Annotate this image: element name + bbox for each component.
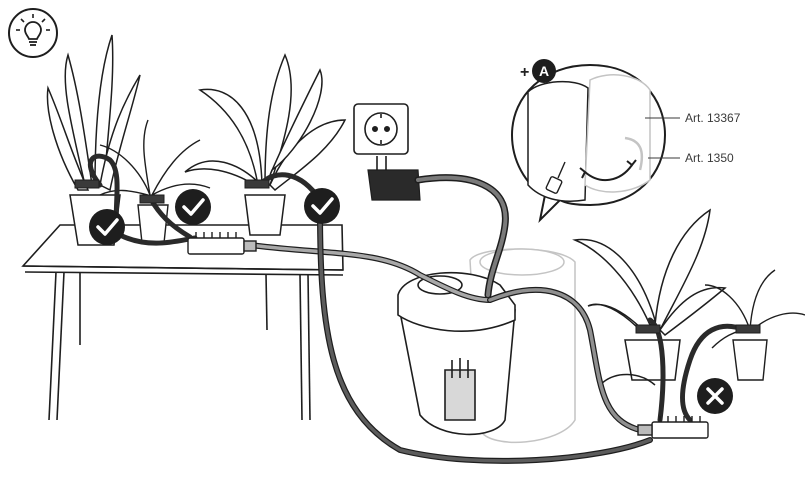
plus-sign: + bbox=[520, 64, 529, 81]
power-socket-icon bbox=[353, 103, 409, 155]
power-adapter-icon bbox=[367, 156, 421, 201]
plant-snake bbox=[46, 34, 141, 246]
reservoir bbox=[397, 271, 516, 436]
cross-icon bbox=[697, 378, 733, 414]
checkmark-icon bbox=[89, 209, 125, 245]
lightbulb-icon bbox=[8, 8, 58, 58]
label-art-13367: Art. 13367 bbox=[685, 111, 741, 125]
detail-callout bbox=[510, 63, 680, 224]
plant-pothos bbox=[184, 53, 347, 236]
label-art-1350: Art. 1350 bbox=[685, 151, 734, 165]
drip-stakes bbox=[74, 179, 761, 334]
tubes bbox=[87, 153, 748, 464]
checkmark-icon bbox=[304, 188, 340, 224]
distributor-left bbox=[187, 232, 257, 255]
table bbox=[21, 224, 344, 421]
badge-a: A bbox=[532, 59, 556, 83]
checkmark-icon bbox=[175, 189, 211, 225]
distributor-right bbox=[637, 416, 709, 439]
badge-a-letter: A bbox=[539, 63, 549, 79]
